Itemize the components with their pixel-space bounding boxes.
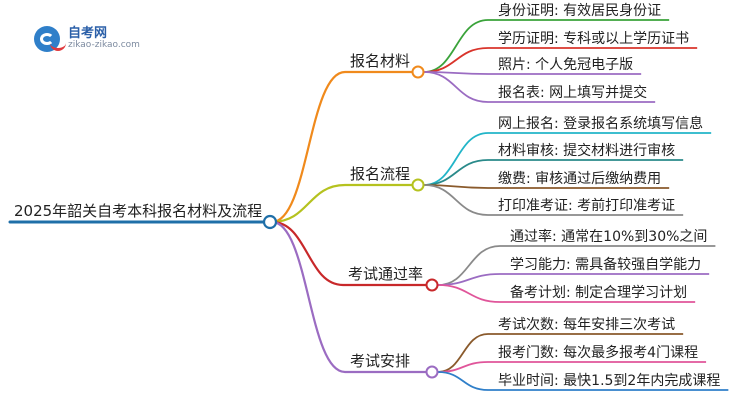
leaf-label: 学历证明: 专科或以上学历证书 bbox=[498, 31, 689, 47]
branch-node bbox=[425, 365, 439, 379]
leaf-connector bbox=[423, 132, 489, 186]
logo-swoosh-icon bbox=[50, 38, 66, 51]
branch-node bbox=[411, 178, 425, 192]
leaf-label: 报名表: 网上填写并提交 bbox=[498, 84, 647, 101]
leaf-connector bbox=[423, 159, 489, 186]
logo-url: zikao-zikao.com bbox=[68, 40, 140, 50]
leaf-connector bbox=[423, 184, 489, 216]
logo-name: 自考网 bbox=[68, 26, 108, 41]
leaf-label: 通过率: 通常在10%到30%之间 bbox=[510, 228, 707, 245]
branch-connector bbox=[271, 183, 346, 224]
root-node bbox=[262, 214, 278, 230]
leaf-connector bbox=[437, 371, 489, 391]
branch-connector bbox=[271, 70, 346, 224]
branch-node bbox=[411, 65, 425, 79]
branch-connector bbox=[271, 220, 344, 287]
leaf-label: 材料审核: 提交材料进行审核 bbox=[498, 142, 675, 159]
branch-label: 报名流程 bbox=[350, 165, 410, 183]
branch-label: 考试通过率 bbox=[348, 265, 423, 283]
leaf-label: 照片: 个人免冠电子版 bbox=[498, 57, 633, 73]
leaf-label: 身份证明: 有效居民身份证 bbox=[498, 3, 661, 19]
leaf-connector bbox=[423, 19, 489, 73]
leaf-label: 学习能力: 需具备较强自学能力 bbox=[510, 256, 701, 273]
leaf-label: 打印准考证: 考前打印准考证 bbox=[498, 197, 675, 214]
leaf-connector bbox=[437, 245, 501, 286]
root-label: 2025年韶关自考本科报名材料及流程 bbox=[14, 202, 262, 220]
leaf-label: 毕业时间: 最快1.5到2年内完成课程 bbox=[498, 373, 720, 389]
leaf-connector bbox=[423, 71, 489, 103]
leaf-label: 报考门数: 每次最多报考4门课程 bbox=[498, 344, 698, 361]
leaf-label: 考试次数: 每年安排三次考试 bbox=[498, 317, 675, 333]
leaf-connector bbox=[423, 47, 489, 73]
leaf-label: 备考计划: 制定合理学习计划 bbox=[510, 284, 687, 301]
leaf-label: 缴费: 审核通过后缴纳费用 bbox=[498, 171, 661, 187]
branch-label: 考试安排 bbox=[350, 352, 410, 370]
branch-node bbox=[425, 278, 439, 292]
leaf-label: 网上报名: 登录报名系统填写信息 bbox=[498, 115, 703, 132]
branch-label: 报名材料 bbox=[350, 52, 410, 70]
site-logo: 自考网 zikao-zikao.com bbox=[34, 20, 144, 56]
branch-connector bbox=[271, 220, 346, 374]
leaf-connector bbox=[437, 284, 501, 303]
